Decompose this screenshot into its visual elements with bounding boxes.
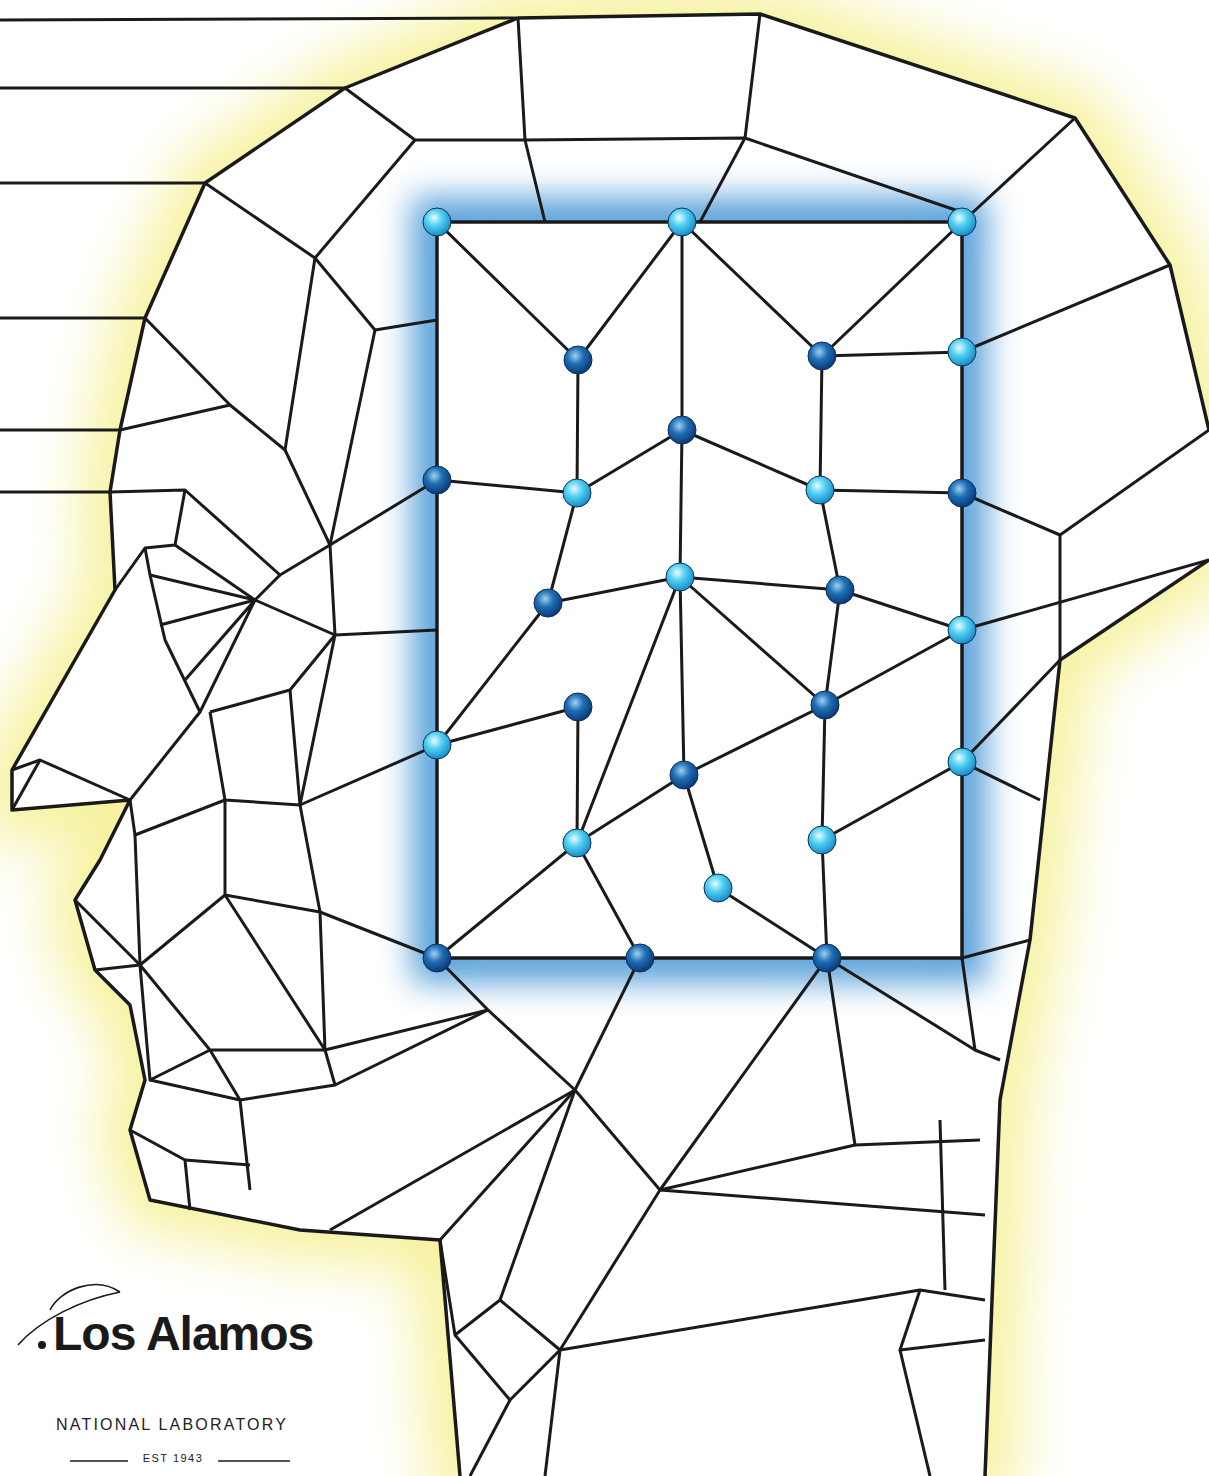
logo-established: EST 1943 — [140, 1453, 207, 1464]
logo-wordmark: Los Alamos — [53, 1310, 313, 1358]
network-links — [437, 222, 962, 958]
head-fill — [12, 14, 1209, 1476]
grid-frame — [437, 222, 962, 958]
head-mesh — [12, 14, 1209, 1476]
logo-subtitle: NATIONAL LABORATORY — [56, 1417, 288, 1433]
network-nodes — [423, 208, 976, 972]
head-outline — [12, 14, 1209, 1476]
yellow-glow — [12, 14, 1209, 1476]
blue-glow — [437, 222, 962, 958]
leader-lines — [0, 18, 518, 492]
grid-panel — [437, 222, 962, 958]
